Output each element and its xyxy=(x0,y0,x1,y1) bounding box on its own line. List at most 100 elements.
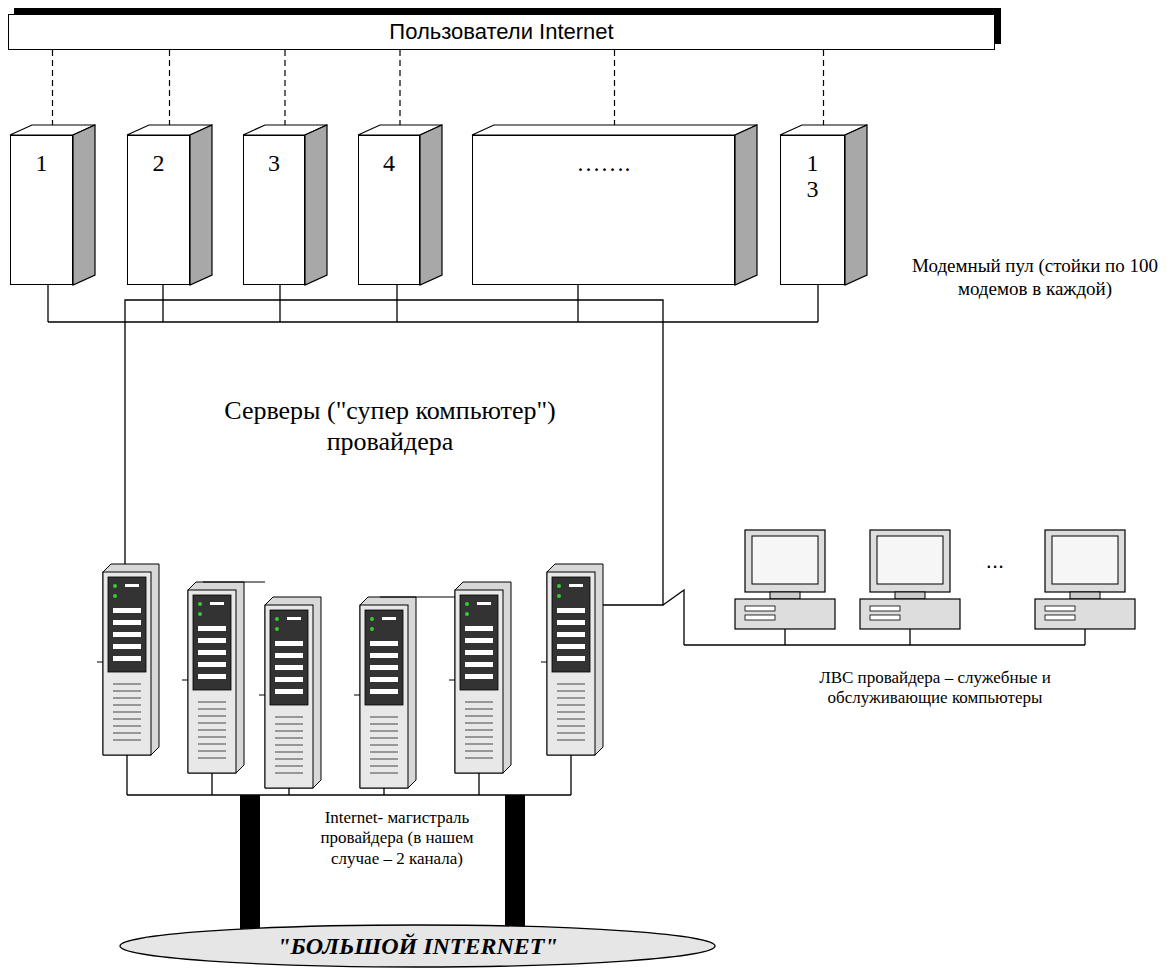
server-slot xyxy=(198,662,226,667)
server-grille xyxy=(275,724,303,725)
server-led xyxy=(113,584,117,588)
wire xyxy=(47,285,48,322)
rack-side xyxy=(190,125,212,285)
drive-bay xyxy=(870,615,900,620)
rack-side xyxy=(420,125,442,285)
server-grille xyxy=(370,738,398,739)
dashed-connector xyxy=(614,50,615,125)
drive-bay xyxy=(1045,606,1075,611)
server-front xyxy=(188,590,236,773)
server-grille xyxy=(465,702,493,703)
server-tower xyxy=(360,597,416,788)
server-slot xyxy=(370,653,398,658)
server-link xyxy=(182,680,188,681)
server-led xyxy=(113,594,117,598)
rack-top xyxy=(472,125,757,135)
server-led xyxy=(465,612,469,616)
server-grille xyxy=(198,758,226,759)
server-grille xyxy=(275,759,303,760)
server-grille xyxy=(198,702,226,703)
server-slot xyxy=(370,689,398,694)
server-grille xyxy=(113,726,141,727)
server-slot xyxy=(198,626,226,631)
server-grille xyxy=(275,773,303,774)
server-slot xyxy=(113,608,141,613)
wire xyxy=(663,590,684,645)
wire xyxy=(577,285,578,322)
drive-bay xyxy=(745,615,775,620)
wire xyxy=(478,773,479,795)
monitor-screen xyxy=(752,536,818,584)
server-slot xyxy=(557,620,585,625)
server-grille xyxy=(275,717,303,718)
server-front xyxy=(360,605,408,788)
server-front xyxy=(103,572,151,755)
server-grille xyxy=(370,773,398,774)
server-grille xyxy=(113,684,141,685)
rack-side xyxy=(735,125,757,285)
server-slot xyxy=(465,638,493,643)
wire xyxy=(396,285,397,322)
drive-bay xyxy=(1045,615,1075,620)
server-grille xyxy=(113,740,141,741)
monitor xyxy=(1045,530,1125,592)
server-grille xyxy=(557,705,585,706)
monitor-stand xyxy=(770,592,800,599)
server-grille xyxy=(557,691,585,692)
rack-side xyxy=(73,125,95,285)
wire xyxy=(279,285,280,322)
server-front xyxy=(547,572,595,755)
server-slot xyxy=(198,638,226,643)
server-slot xyxy=(465,674,493,679)
server-grille xyxy=(198,730,226,731)
server-panel xyxy=(460,595,498,690)
server-link xyxy=(449,680,455,681)
dashed-connector xyxy=(284,50,285,125)
wire xyxy=(1084,629,1085,645)
internet-cloud xyxy=(120,925,715,967)
server-slot xyxy=(370,665,398,670)
modem-rack: 1 3 xyxy=(780,135,845,285)
annotation: Серверы ("супер компьютер") провайдера xyxy=(170,395,610,457)
server-grille xyxy=(370,717,398,718)
server-grille xyxy=(113,705,141,706)
server-grille xyxy=(198,737,226,738)
server-grille xyxy=(465,744,493,745)
server-grille xyxy=(465,730,493,731)
server-grille xyxy=(370,766,398,767)
users-band: Пользователи Internet xyxy=(8,14,995,50)
server-slot xyxy=(370,677,398,682)
system-unit xyxy=(860,599,960,629)
node-text: 4 xyxy=(383,150,395,177)
server-slot xyxy=(465,650,493,655)
server-tower xyxy=(265,597,321,788)
wire xyxy=(48,321,818,322)
server-grille xyxy=(370,759,398,760)
server-grille xyxy=(113,698,141,699)
server-grille xyxy=(557,712,585,713)
server-grille xyxy=(465,716,493,717)
server-grille xyxy=(465,709,493,710)
dashed-connector xyxy=(399,50,400,125)
wire xyxy=(125,300,663,605)
wire xyxy=(288,788,289,795)
server-grille xyxy=(557,719,585,720)
drive-bay xyxy=(745,606,775,611)
rack-side xyxy=(305,125,327,285)
dashed-connector xyxy=(823,50,824,125)
server-tower xyxy=(455,582,511,773)
server-led xyxy=(557,594,561,598)
wire xyxy=(909,629,910,645)
server-slot xyxy=(275,641,303,646)
backbone-channel xyxy=(505,795,525,935)
server-grille xyxy=(275,766,303,767)
monitor xyxy=(870,530,950,592)
server-slot xyxy=(275,689,303,694)
modem-rack: 4 xyxy=(358,135,420,285)
server-grille xyxy=(465,737,493,738)
annotation: Модемный пул (стойки по 100 модемов в ка… xyxy=(905,255,1165,301)
system-unit xyxy=(735,599,835,629)
wire xyxy=(570,755,571,795)
server-slot xyxy=(210,602,224,605)
monitor-stand xyxy=(1070,592,1100,599)
